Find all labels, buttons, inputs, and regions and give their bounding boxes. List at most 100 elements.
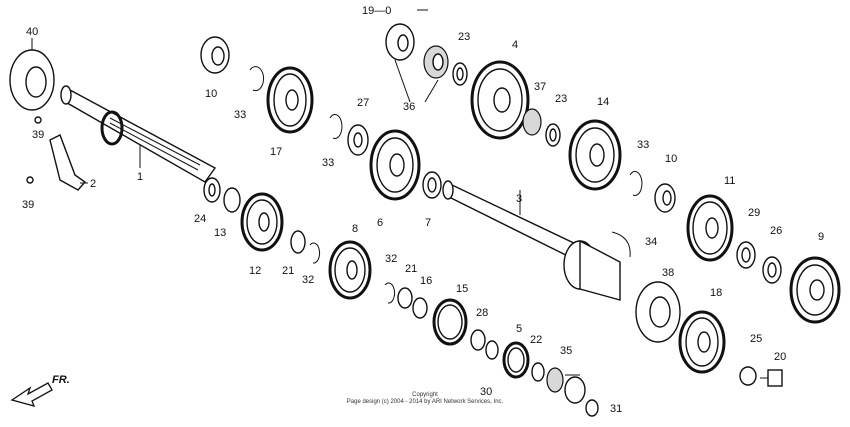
label-13: 13 <box>214 227 226 239</box>
countershaft <box>442 180 622 301</box>
bushing-24 <box>203 177 221 203</box>
gear-15 <box>432 298 468 346</box>
circlip-33b <box>329 114 343 139</box>
label-15: 15 <box>456 283 468 295</box>
label-2: 2 <box>90 178 96 190</box>
label-21a: 21 <box>282 265 294 277</box>
label-4: 4 <box>512 39 518 51</box>
label-17: 17 <box>270 146 282 158</box>
bearing-10-top <box>200 36 230 74</box>
label-10b: 10 <box>665 153 677 165</box>
label-12: 12 <box>249 265 261 277</box>
label-25: 25 <box>750 333 762 345</box>
label-26: 26 <box>770 225 782 237</box>
stopper-plate <box>49 134 87 191</box>
direction-label: FR. <box>52 374 70 386</box>
label-7: 7 <box>425 217 431 229</box>
gear-14 <box>568 119 622 191</box>
label-3: 3 <box>516 193 522 205</box>
gear-5 <box>502 341 530 379</box>
label-21b: 21 <box>405 263 417 275</box>
washer-21a <box>290 230 306 254</box>
gear-8 <box>328 240 372 300</box>
needle-bearing-36 <box>423 45 449 79</box>
label-5: 5 <box>516 323 522 335</box>
washer-23a <box>452 62 468 86</box>
washer-31 <box>585 399 599 417</box>
gear-9 <box>789 256 841 324</box>
washer-22 <box>531 362 545 382</box>
mainshaft <box>60 85 217 183</box>
label-29: 29 <box>748 207 760 219</box>
bearing-35 <box>546 367 586 404</box>
label-8: 8 <box>352 223 358 235</box>
label-33a: 33 <box>234 109 246 121</box>
label-32a: 32 <box>302 274 314 286</box>
washer-26 <box>762 256 782 284</box>
label-10a: 10 <box>205 88 217 100</box>
label-37: 37 <box>534 81 546 93</box>
washer-27 <box>347 124 369 156</box>
bushing-7 <box>422 171 442 199</box>
label-24: 24 <box>194 213 206 225</box>
label-33b: 33 <box>322 157 334 169</box>
label-40: 40 <box>26 26 38 38</box>
label-34: 34 <box>645 236 657 248</box>
copyright-title: Copyright <box>412 392 438 398</box>
label-14: 14 <box>597 96 609 108</box>
label-30: 30 <box>480 386 492 398</box>
circlip-33a <box>249 66 265 92</box>
washer-28 <box>470 329 486 351</box>
oil-pipe-34 <box>611 231 631 258</box>
label-33c: 33 <box>637 139 649 151</box>
label-32b: 32 <box>385 253 397 265</box>
washer-21b <box>397 287 413 309</box>
circlip-32b <box>384 282 396 304</box>
label-16: 16 <box>420 275 432 287</box>
bearing-38 <box>635 281 681 343</box>
plate-25 <box>739 366 757 386</box>
bolt-20 <box>760 369 783 387</box>
label-39b: 39 <box>22 199 34 211</box>
sprocket-18 <box>678 310 726 374</box>
gear-11 <box>686 194 734 262</box>
gear-6 <box>369 129 421 201</box>
front-direction-arrow: FR. <box>10 374 70 407</box>
leader-lines <box>31 9 580 376</box>
part-labels: 40 39 39 1 2 10 33 17 33 27 19—0 23 36 4… <box>22 5 824 415</box>
label-11: 11 <box>724 175 735 187</box>
label-6: 6 <box>377 217 383 229</box>
label-22: 22 <box>530 334 542 346</box>
bolt-39a <box>34 116 42 124</box>
label-19: 19—0 <box>362 5 391 17</box>
label-36: 36 <box>403 101 415 113</box>
copyright-notice: Page design (c) 2004 - 2014 by ARI Netwo… <box>347 399 504 405</box>
label-27: 27 <box>357 97 369 109</box>
label-38: 38 <box>662 267 674 279</box>
label-1: 1 <box>137 171 143 183</box>
needle-bearing-37 <box>522 108 542 136</box>
bearing-19 <box>385 23 415 61</box>
label-20: 20 <box>774 351 786 363</box>
gear-4 <box>470 60 530 140</box>
bushing-16 <box>412 297 428 319</box>
gear-17 <box>266 66 314 134</box>
gear-12 <box>240 192 284 252</box>
label-23a: 23 <box>458 31 470 43</box>
label-18: 18 <box>710 287 722 299</box>
label-9: 9 <box>818 231 824 243</box>
label-31: 31 <box>610 403 622 415</box>
washer-30 <box>485 340 499 360</box>
circlip-33c <box>629 171 643 196</box>
label-28: 28 <box>476 307 488 319</box>
label-23b: 23 <box>555 93 567 105</box>
washer-29 <box>736 241 756 269</box>
circlip-32a <box>309 242 321 264</box>
label-35: 35 <box>560 345 572 357</box>
bushing-13 <box>223 187 241 213</box>
bushing-10 <box>654 183 676 213</box>
bearing-40 <box>9 49 55 111</box>
bolt-39b <box>26 176 34 184</box>
label-39a: 39 <box>32 129 44 141</box>
